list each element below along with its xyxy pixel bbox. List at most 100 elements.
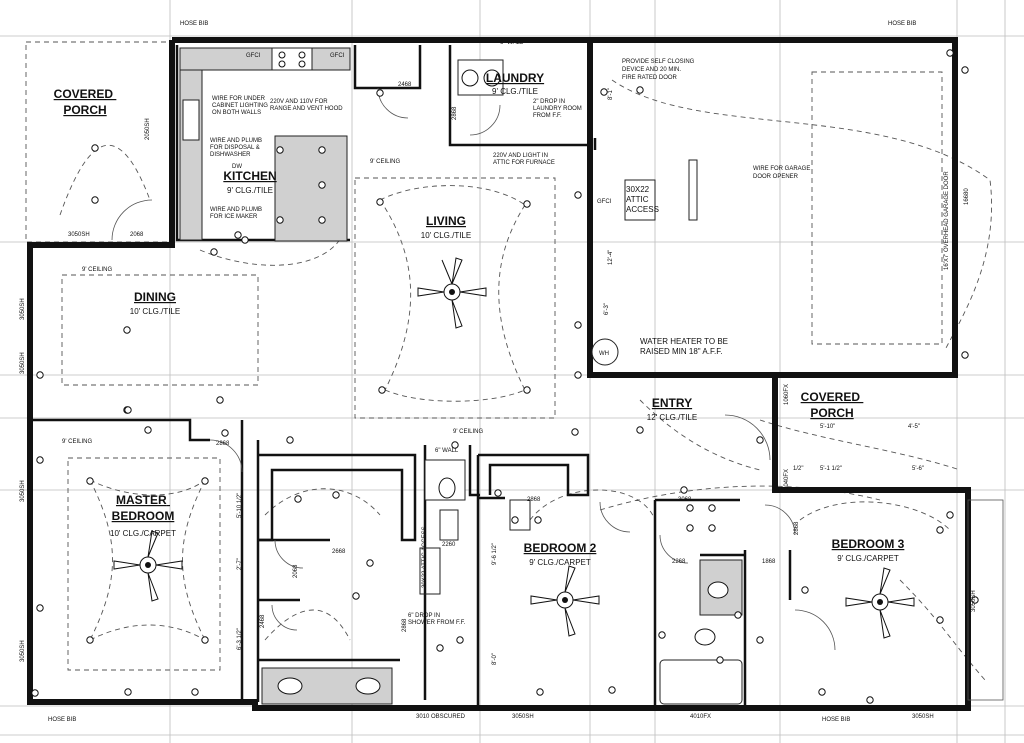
dim-2068-porch: 2068	[130, 232, 144, 238]
recessed-light-icon	[201, 636, 209, 644]
room-bedroom-2: BEDROOM 2	[524, 541, 597, 555]
room-living: LIVING	[426, 214, 466, 228]
recessed-light-icon	[946, 49, 954, 57]
dim-2868-bath: 2868	[402, 618, 408, 632]
note-gfci-garage: GFCI	[597, 199, 612, 205]
room-dining: DINING	[134, 290, 176, 304]
recessed-light-icon	[600, 88, 608, 96]
recessed-light-icon	[801, 586, 809, 594]
note-6-wall-hall: 6" WALL	[435, 448, 459, 454]
recessed-light-icon	[91, 144, 99, 152]
ceiling-fan-bedroom2	[530, 565, 600, 637]
dim-3068: 3068	[678, 497, 692, 503]
light-fixtures	[31, 49, 979, 704]
water-heater	[591, 338, 619, 366]
dim-8-0: 8'-0"	[492, 653, 498, 665]
left-porch-outline	[25, 41, 173, 243]
note-hose-bib-bottom-left: HOSE BIB	[48, 717, 76, 723]
recessed-light-icon	[523, 200, 531, 208]
dim-1060fx: 1060FX	[784, 384, 790, 405]
right-porch-deck	[967, 499, 1004, 701]
garage-door-outline	[811, 71, 943, 345]
living-ceiling: 10' CLG./TILE	[421, 231, 471, 240]
dim-1868: 1868	[762, 559, 776, 565]
dim-3010-obscured: 3010 OBSCURED	[416, 714, 466, 720]
recessed-light-icon	[376, 198, 384, 206]
ceiling-fan-master	[113, 530, 183, 602]
note-6-wall-top: 6" WALL	[500, 40, 524, 46]
recessed-light-icon	[574, 191, 582, 199]
recessed-light-icon	[936, 526, 944, 534]
recessed-light-icon	[571, 428, 579, 436]
dim-3050sh-porch: 3050SH	[68, 232, 90, 238]
dim-2868-laundry: 2868	[452, 106, 458, 120]
recessed-light-icon	[86, 477, 94, 485]
recessed-light-icon	[276, 216, 284, 224]
laundry-ceiling: 9' CLG./TILE	[492, 87, 538, 96]
dim-5-10: 5'-10"	[820, 424, 835, 430]
room-kitchen: KITCHEN	[223, 169, 276, 183]
recessed-light-icon	[708, 504, 716, 512]
recessed-light-icon	[31, 689, 39, 697]
recessed-light-icon	[961, 351, 969, 359]
dim-3050sh-bedroom2: 3050SH	[512, 714, 534, 720]
recessed-light-icon	[756, 636, 764, 644]
note-hose-bib-bottom-right: HOSE BIB	[822, 717, 850, 723]
recessed-light-icon	[241, 236, 249, 244]
note-9-ceiling-hall: 9' CEILING	[453, 429, 483, 435]
recessed-light-icon	[451, 441, 459, 449]
dining-ceiling: 10' CLG./TILE	[130, 307, 180, 316]
bedroom2-ceiling: 9' CLG./CARPET	[529, 558, 591, 567]
recessed-light-icon	[36, 371, 44, 379]
room-bedroom-3: BEDROOM 3	[832, 537, 905, 551]
room-covered-porch-right: COVERED PORCH	[801, 390, 864, 420]
dim-half: 1/2"	[793, 466, 803, 472]
recessed-light-icon	[686, 504, 694, 512]
recessed-light-icon	[276, 146, 284, 154]
recessed-light-icon	[378, 386, 386, 394]
note-dw: DW	[232, 164, 242, 170]
recessed-light-icon	[318, 146, 326, 154]
recessed-light-icon	[961, 66, 969, 74]
recessed-light-icon	[124, 688, 132, 696]
recessed-light-icon	[332, 491, 340, 499]
fixtures	[179, 47, 1004, 705]
dim-2868-bedroom2: 2868	[527, 497, 541, 503]
note-9-ceiling-kitchen: 9' CEILING	[370, 159, 400, 165]
note-hose-bib-top-right: HOSE BIB	[888, 21, 916, 27]
recessed-light-icon	[352, 592, 360, 600]
ceiling-fan-bedroom3	[845, 567, 915, 639]
recessed-light-icon	[36, 456, 44, 464]
dim-2468-laundry: 2468	[398, 82, 412, 88]
room-covered-porch-left: COVERED PORCH	[54, 87, 117, 117]
recessed-light-icon	[523, 386, 531, 394]
dim-16680: 16680	[964, 188, 970, 205]
living-ceiling-outline	[354, 177, 556, 419]
note-9-ceiling-master: 9' CEILING	[62, 439, 92, 445]
recessed-light-icon	[221, 429, 229, 437]
recessed-light-icon	[686, 524, 694, 532]
recessed-light-icon	[494, 489, 502, 497]
bathtub	[659, 659, 743, 705]
room-entry: ENTRY	[652, 396, 692, 410]
note-attic-access-hall: 30X22 ATTIC ACCESS	[422, 526, 428, 588]
master-ceiling-outline	[67, 457, 221, 671]
recessed-light-icon	[144, 426, 152, 434]
recessed-light-icon	[216, 396, 224, 404]
dim-6-3: 6'-3 1/2"	[237, 628, 243, 650]
recessed-light-icon	[534, 516, 542, 524]
recessed-light-icon	[286, 436, 294, 444]
